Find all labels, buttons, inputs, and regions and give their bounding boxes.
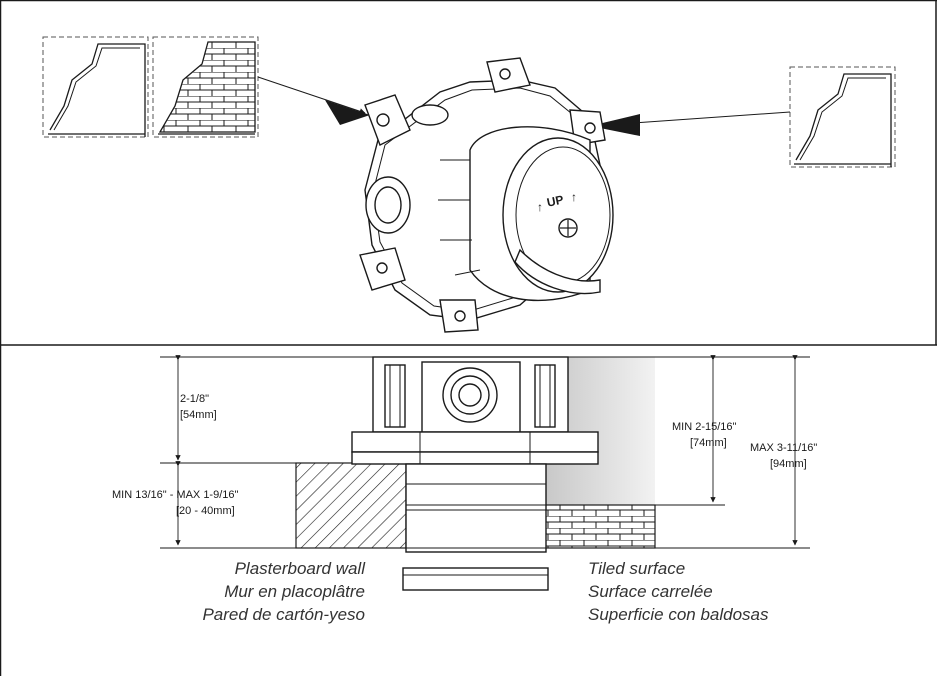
tiled-wall: [544, 504, 656, 549]
leader-arrows: [257, 76, 791, 136]
dimension-lines: [160, 355, 810, 549]
dim-wall-range-mm: [20 - 40mm]: [176, 505, 235, 517]
dim-max-tiled-mm: [94mm]: [770, 458, 807, 470]
detail-brick-box: [152, 36, 259, 138]
dim-depth-mm: [54mm]: [180, 409, 217, 421]
caption-tiled-es: Superficie con baldosas: [588, 605, 769, 624]
valve-up-label: UP: [546, 193, 565, 210]
up-arrow-right: ↑: [571, 190, 577, 204]
dim-wall-range: MIN 13/16" - MAX 1-9/16": [112, 489, 239, 501]
caption-plaster-en: Plasterboard wall: [235, 559, 367, 578]
bottom-panel: 2-1/8" [54mm] MIN 13/16" - MAX 1-9/16" […: [112, 355, 817, 624]
up-arrow-left: ↑: [537, 200, 543, 214]
detail-plasterboard-box: [42, 36, 149, 138]
detail-right-box: [789, 66, 896, 168]
plasterboard-wall: [295, 462, 407, 549]
caption-plaster-fr: Mur en placoplâtre: [224, 582, 365, 601]
dim-max-tiled: MAX 3-11/16": [750, 442, 817, 454]
dim-min-tiled: MIN 2-15/16": [672, 421, 737, 433]
valve-section: [351, 356, 599, 591]
dim-depth: 2-1/8": [180, 393, 209, 405]
caption-tiled-fr: Surface carrelée: [588, 582, 713, 601]
top-panel: UP ↑ ↑: [42, 36, 896, 333]
caption-plaster-es: Pared de cartón-yeso: [202, 605, 365, 624]
dim-min-tiled-mm: [74mm]: [690, 437, 727, 449]
caption-tiled-en: Tiled surface: [588, 559, 685, 578]
valve-body-illustration: [359, 57, 614, 333]
